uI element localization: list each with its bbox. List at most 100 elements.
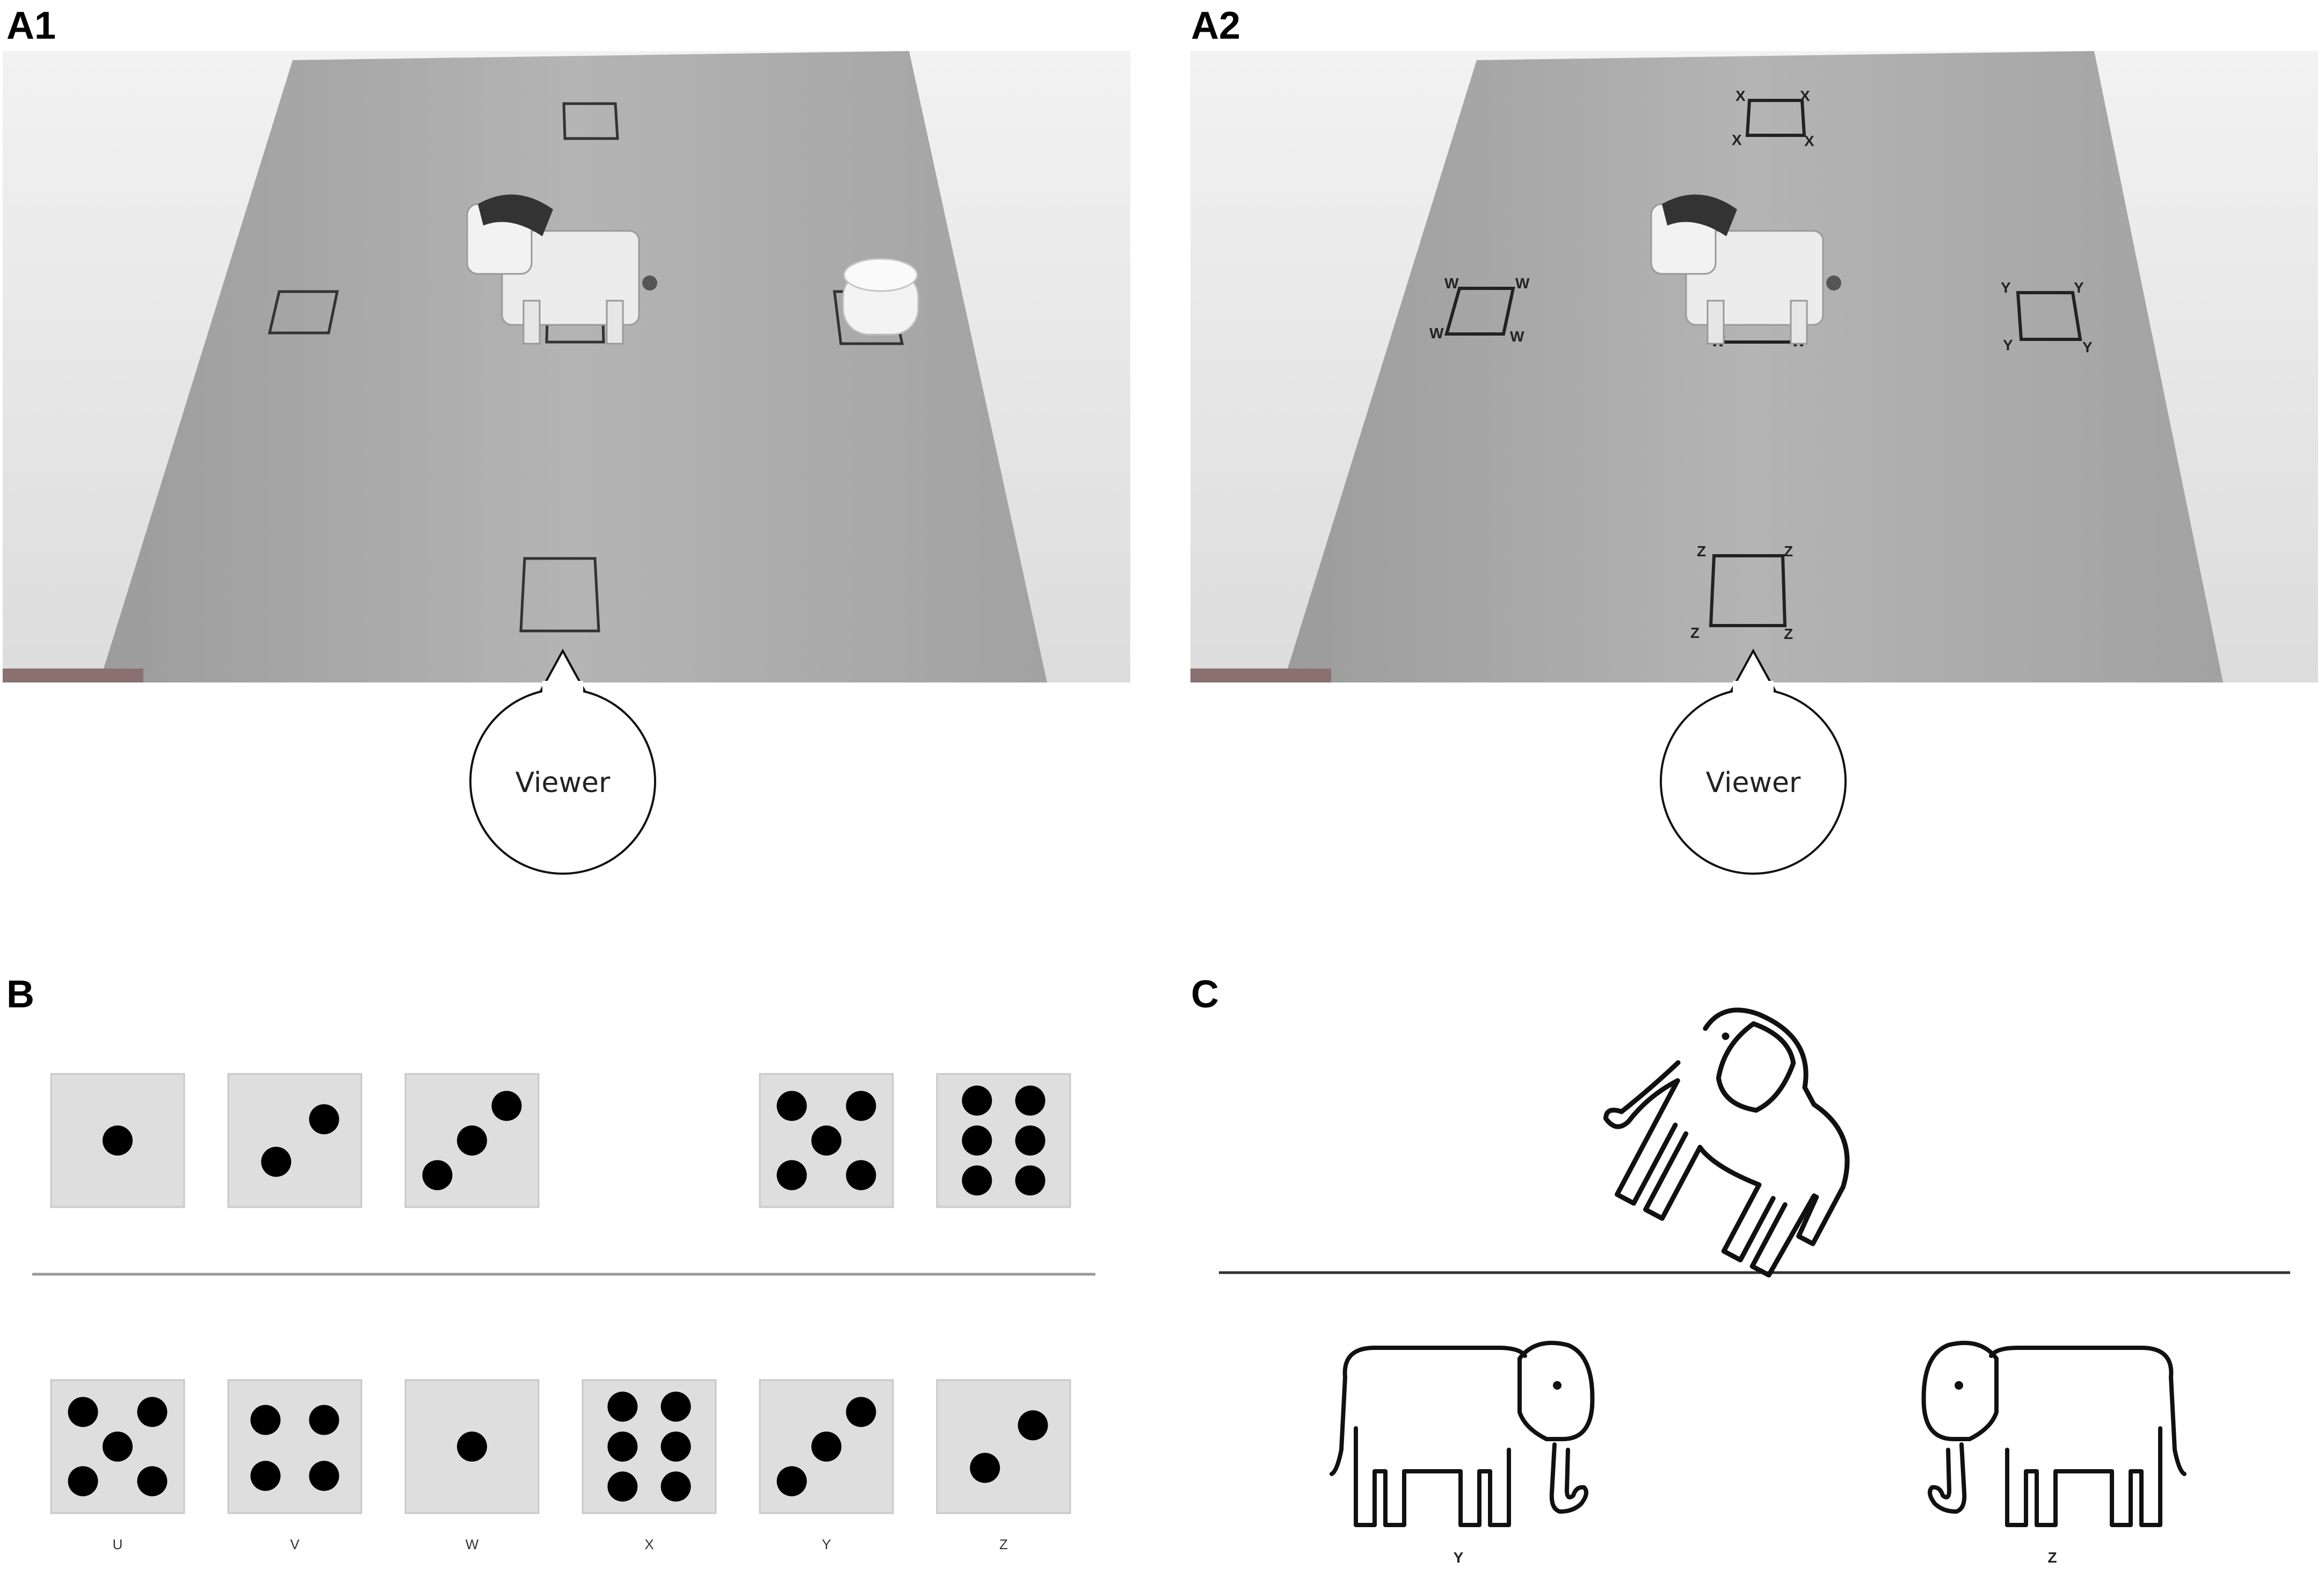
- pip: [68, 1466, 98, 1497]
- pip: [261, 1146, 292, 1177]
- square-left: [267, 290, 339, 335]
- pip: [607, 1391, 638, 1422]
- square-bottom-z: Z Z Z Z: [1690, 543, 1793, 642]
- die-label: X: [644, 1536, 653, 1552]
- pip: [250, 1405, 281, 1435]
- die-face: [404, 1379, 540, 1514]
- corner-mark: W: [1515, 275, 1530, 292]
- viewer-marker-a2: Viewer: [1660, 648, 1847, 875]
- pip: [250, 1461, 281, 1491]
- pip: [660, 1391, 691, 1422]
- white-cylinder: [842, 258, 919, 336]
- elephant-option-z-icon: [1921, 1340, 2187, 1527]
- pip: [660, 1432, 691, 1462]
- pip: [962, 1125, 992, 1156]
- pip: [962, 1085, 992, 1116]
- toy-horse: [1650, 194, 1841, 345]
- corner-mark: Z: [1784, 626, 1793, 642]
- pip: [137, 1397, 168, 1427]
- panel-label-b: B: [6, 973, 34, 1016]
- die-label: Z: [999, 1536, 1008, 1552]
- corner-mark: W: [1510, 328, 1524, 345]
- pip: [776, 1160, 807, 1190]
- option-label-z: Z: [2047, 1549, 2057, 1566]
- square-left-w: W W W W: [1429, 275, 1530, 345]
- elephant-option-y-icon: [1330, 1340, 1595, 1527]
- pip: [846, 1397, 876, 1427]
- die-label: U: [113, 1536, 123, 1552]
- pip: [68, 1397, 98, 1427]
- viewer-label-a1: Viewer: [515, 767, 611, 799]
- corner-mark: Z: [1784, 543, 1793, 560]
- edge-strip: [1190, 669, 1331, 682]
- corner-mark: X: [1804, 133, 1814, 149]
- option-label-y: Y: [1454, 1549, 1464, 1566]
- corner-mark: Y: [2082, 339, 2093, 355]
- panel-label-a1: A1: [6, 4, 56, 47]
- die-face: [227, 1073, 362, 1208]
- viewer-label-a2: Viewer: [1706, 767, 1801, 799]
- pip: [457, 1125, 487, 1156]
- pip: [457, 1432, 487, 1462]
- square-right-y: Y Y Y Y: [2001, 279, 2093, 355]
- square-bottom: [519, 557, 600, 633]
- pip: [962, 1165, 992, 1196]
- die-label: W: [466, 1536, 479, 1552]
- die-face: [936, 1073, 1071, 1208]
- pip: [491, 1091, 522, 1121]
- die-face: [936, 1379, 1071, 1514]
- corner-mark: W: [1444, 275, 1459, 292]
- die-face: [404, 1073, 540, 1208]
- dice-top-row: [50, 1073, 1071, 1208]
- board: [99, 51, 1047, 682]
- pip: [103, 1432, 133, 1462]
- panel-a2-photo: X X X X W W W W W W Y Y Y Y Z Z Z: [1190, 51, 2318, 682]
- die-label: Y: [822, 1536, 831, 1552]
- pip: [846, 1091, 876, 1121]
- pip: [660, 1471, 691, 1502]
- pip: [1015, 1125, 1045, 1156]
- die-face: [50, 1073, 185, 1208]
- corner-mark: Z: [1690, 624, 1700, 641]
- pip: [309, 1104, 339, 1135]
- pip: [776, 1466, 807, 1497]
- corner-mark: Y: [2001, 279, 2011, 296]
- corner-mark: W: [1429, 325, 1444, 342]
- pip: [1015, 1165, 1045, 1196]
- pip: [309, 1405, 339, 1435]
- die-face: [227, 1379, 362, 1514]
- pip: [846, 1160, 876, 1190]
- board: [1283, 51, 2223, 682]
- panel-label-a2: A2: [1191, 4, 1241, 47]
- panel-a1-photo: [3, 51, 1130, 682]
- die-face: [582, 1379, 717, 1514]
- viewer-marker-a1: Viewer: [469, 648, 656, 875]
- pip: [970, 1452, 1000, 1483]
- pip: [811, 1125, 841, 1156]
- die-label: V: [290, 1536, 300, 1552]
- pip: [137, 1466, 168, 1497]
- pip: [607, 1471, 638, 1502]
- corner-mark: Y: [2074, 279, 2084, 296]
- square-top-x: X X X X: [1732, 88, 1814, 149]
- square-top: [562, 102, 619, 140]
- corner-mark: Y: [2003, 337, 2013, 353]
- corner-mark: X: [1735, 88, 1746, 104]
- dice-bottom-row: U V W X Y Z: [50, 1379, 1071, 1552]
- toy-horse: [466, 194, 657, 345]
- die-face: [759, 1379, 894, 1514]
- pip: [776, 1091, 807, 1121]
- pip: [309, 1461, 339, 1491]
- die-face: [759, 1073, 894, 1208]
- pip: [1015, 1085, 1045, 1116]
- corner-mark: X: [1732, 132, 1742, 148]
- panel-label-c: C: [1191, 973, 1219, 1016]
- corner-mark: Z: [1697, 543, 1706, 560]
- pip: [422, 1160, 453, 1190]
- edge-strip: [3, 669, 143, 682]
- corner-mark: X: [1800, 88, 1810, 104]
- pip: [103, 1125, 133, 1156]
- pip: [607, 1432, 638, 1462]
- pip: [1018, 1410, 1048, 1441]
